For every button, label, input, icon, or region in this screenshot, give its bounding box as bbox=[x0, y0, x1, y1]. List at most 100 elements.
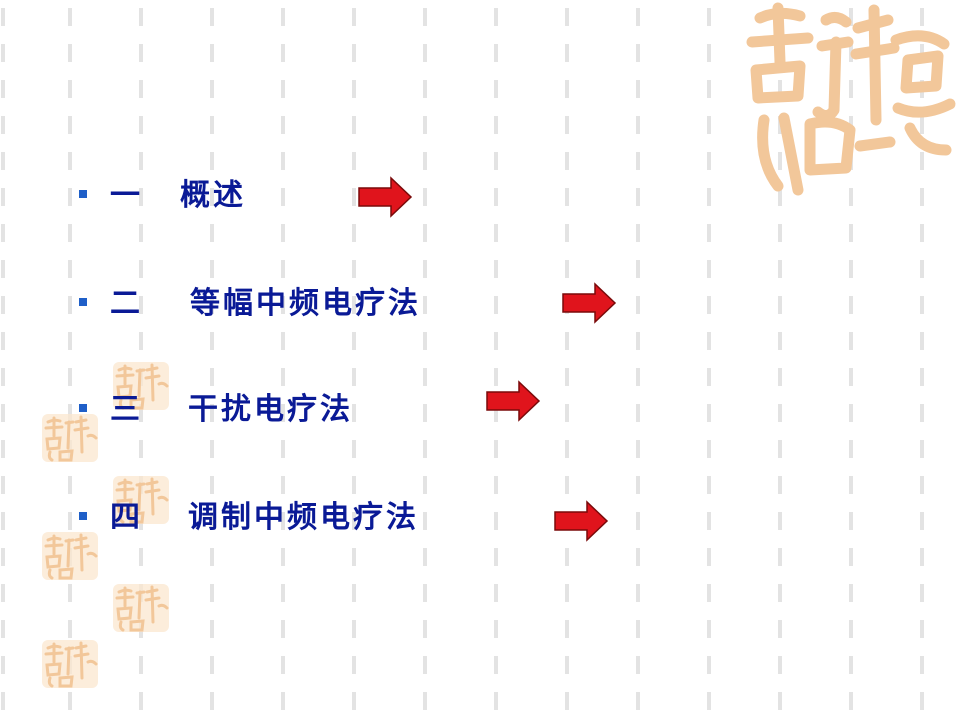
background-dash bbox=[636, 188, 640, 206]
background-dash bbox=[68, 188, 72, 206]
square-bullet-icon bbox=[79, 512, 87, 520]
background-dash bbox=[1, 368, 5, 386]
background-dash bbox=[423, 8, 427, 26]
background-dash bbox=[494, 512, 498, 530]
background-dash bbox=[352, 656, 356, 674]
background-dash bbox=[423, 656, 427, 674]
background-dash bbox=[281, 404, 285, 422]
background-dash bbox=[1, 80, 5, 98]
background-dash bbox=[68, 584, 72, 602]
background-dash bbox=[778, 80, 782, 98]
background-dash bbox=[636, 116, 640, 134]
background-dash bbox=[778, 656, 782, 674]
background-dash bbox=[210, 692, 214, 710]
background-dash bbox=[707, 332, 711, 350]
background-dash bbox=[636, 692, 640, 710]
background-dash bbox=[707, 512, 711, 530]
background-dash bbox=[778, 692, 782, 710]
background-dash bbox=[352, 404, 356, 422]
background-dash bbox=[636, 296, 640, 314]
background-dash bbox=[139, 548, 143, 566]
background-dash bbox=[494, 188, 498, 206]
background-dash bbox=[849, 332, 853, 350]
background-dash bbox=[210, 512, 214, 530]
item-number: 四 bbox=[110, 500, 140, 535]
background-dash bbox=[1, 224, 5, 242]
background-dash bbox=[707, 224, 711, 242]
auspicious-seal-small-2 bbox=[42, 414, 98, 462]
background-dash bbox=[636, 44, 640, 62]
background-dash bbox=[707, 8, 711, 26]
background-dash bbox=[139, 260, 143, 278]
background-dash bbox=[1, 548, 5, 566]
background-dash bbox=[920, 512, 924, 530]
background-dash bbox=[849, 584, 853, 602]
background-dash bbox=[210, 296, 214, 314]
background-dash bbox=[139, 692, 143, 710]
background-dash bbox=[494, 260, 498, 278]
background-dash bbox=[707, 548, 711, 566]
background-dash bbox=[139, 440, 143, 458]
background-dash bbox=[1, 296, 5, 314]
background-dash bbox=[707, 584, 711, 602]
background-dash bbox=[849, 692, 853, 710]
background-dash bbox=[352, 368, 356, 386]
background-dash bbox=[352, 224, 356, 242]
background-dash bbox=[920, 188, 924, 206]
background-dash bbox=[565, 116, 569, 134]
background-dash bbox=[636, 548, 640, 566]
background-dash bbox=[423, 620, 427, 638]
background-dash bbox=[68, 260, 72, 278]
background-dash bbox=[281, 116, 285, 134]
background-dash bbox=[920, 620, 924, 638]
background-dash bbox=[139, 656, 143, 674]
background-dash bbox=[423, 512, 427, 530]
background-dash bbox=[281, 260, 285, 278]
background-dash bbox=[352, 116, 356, 134]
background-dash bbox=[139, 404, 143, 422]
background-dash bbox=[68, 152, 72, 170]
background-dash bbox=[920, 404, 924, 422]
background-dash bbox=[565, 584, 569, 602]
background-dash bbox=[565, 548, 569, 566]
background-dash bbox=[565, 692, 569, 710]
background-dash bbox=[1, 440, 5, 458]
background-dash bbox=[1, 188, 5, 206]
right-arrow-icon[interactable] bbox=[561, 282, 617, 324]
background-dash bbox=[281, 512, 285, 530]
background-dash bbox=[707, 368, 711, 386]
background-dash bbox=[778, 476, 782, 494]
background-dash bbox=[494, 440, 498, 458]
background-dash bbox=[281, 332, 285, 350]
background-dash bbox=[210, 44, 214, 62]
right-arrow-icon[interactable] bbox=[553, 500, 609, 542]
background-dash bbox=[1, 332, 5, 350]
item-label: 干扰电疗法 bbox=[188, 392, 353, 427]
background-dash bbox=[1, 476, 5, 494]
background-dash bbox=[68, 44, 72, 62]
background-dash bbox=[139, 8, 143, 26]
background-dash bbox=[139, 296, 143, 314]
background-dash bbox=[281, 620, 285, 638]
right-arrow-icon[interactable] bbox=[357, 176, 413, 218]
background-dash bbox=[210, 476, 214, 494]
background-dash bbox=[920, 368, 924, 386]
background-dash bbox=[565, 80, 569, 98]
background-dash bbox=[1, 692, 5, 710]
background-dash bbox=[210, 8, 214, 26]
background-dash bbox=[494, 116, 498, 134]
background-dash bbox=[636, 440, 640, 458]
background-dash bbox=[636, 584, 640, 602]
background-dash bbox=[423, 584, 427, 602]
background-dash bbox=[423, 404, 427, 422]
background-dash bbox=[849, 224, 853, 242]
background-dash bbox=[352, 260, 356, 278]
background-dash bbox=[210, 260, 214, 278]
background-dash bbox=[352, 44, 356, 62]
background-dash bbox=[494, 548, 498, 566]
right-arrow-icon[interactable] bbox=[485, 380, 541, 422]
background-dash bbox=[494, 692, 498, 710]
background-dash bbox=[139, 44, 143, 62]
background-dash bbox=[778, 440, 782, 458]
square-bullet-icon bbox=[79, 190, 87, 198]
